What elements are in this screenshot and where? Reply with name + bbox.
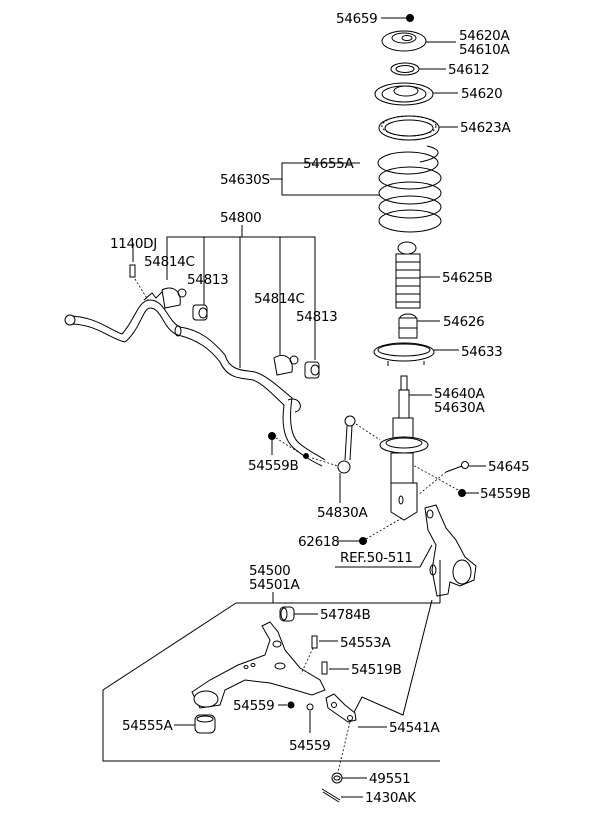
label-54612: 54612 [448, 62, 489, 78]
part-54620A-mount[interactable] [381, 30, 456, 52]
part-54541A-ball-joint[interactable] [325, 693, 387, 773]
label-54659: 54659 [336, 11, 377, 27]
part-54633-spring-pad[interactable] [373, 342, 459, 366]
part-54620-seat[interactable] [374, 82, 458, 106]
lower-arm-group-outline [102, 560, 441, 762]
part-54559B-nut-link[interactable] [268, 432, 309, 459]
part-54612-bearing[interactable] [390, 62, 446, 76]
bracket-54800 [166, 225, 316, 368]
label-54633: 54633 [461, 344, 502, 360]
part-54519B-bolt[interactable] [321, 661, 349, 675]
part-54559-nut-left[interactable] [278, 701, 295, 709]
label-54630S: 54630S [220, 172, 270, 188]
part-knuckle-ref[interactable] [424, 504, 477, 597]
part-54559B-nut-strut[interactable] [412, 464, 479, 497]
label-54500: 54500 [249, 563, 290, 579]
bracket-54630S [270, 162, 380, 196]
label-54630A: 54630A [434, 400, 485, 416]
part-54830A-stabilizer-link[interactable] [311, 415, 381, 503]
label-1430AK: 1430AK [365, 790, 417, 806]
part-54640A-strut[interactable] [379, 375, 432, 521]
label-54800: 54800 [220, 210, 261, 226]
label-54830A: 54830A [317, 505, 368, 521]
ref-leader [335, 544, 433, 568]
part-54625B-dust-boot[interactable] [395, 241, 440, 309]
label-54553A: 54553A [340, 635, 391, 651]
part-54553A-bolt[interactable] [300, 635, 338, 675]
label-49551: 49551 [369, 771, 410, 787]
part-54813-bushing-left[interactable] [192, 304, 208, 321]
part-54645-bolt[interactable] [417, 461, 486, 496]
label-54626: 54626 [443, 314, 484, 330]
part-54813-bushing-right[interactable] [304, 361, 320, 379]
part-1140DJ-bolt[interactable] [129, 243, 163, 301]
label-54519B: 54519B [351, 662, 401, 678]
part-1430AK-cotter-pin[interactable] [321, 788, 363, 803]
part-49551-nut[interactable] [331, 772, 367, 784]
part-54500-lower-arm[interactable] [191, 621, 326, 709]
label-54559B-left: 54559B [248, 458, 298, 474]
label-54559-bottom: 54559 [289, 738, 330, 754]
part-62618-nut[interactable] [338, 517, 403, 545]
label-1140DJ: 1140DJ [110, 236, 157, 252]
label-54814C-right: 54814C [254, 291, 305, 307]
label-54559-left: 54559 [233, 698, 274, 714]
label-54610A: 54610A [459, 42, 510, 58]
part-54784B-bushing[interactable] [279, 606, 318, 622]
label-54625B: 54625B [442, 270, 492, 286]
label-54645: 54645 [488, 459, 529, 475]
part-54559-nut-bottom[interactable] [306, 703, 314, 733]
part-54814C-bracket-left[interactable] [161, 287, 187, 309]
part-54623A-pad[interactable] [378, 115, 458, 141]
label-54541A: 54541A [389, 720, 440, 736]
label-54623A: 54623A [460, 120, 511, 136]
label-54784B: 54784B [320, 607, 370, 623]
part-54626-bump-stop[interactable] [398, 313, 440, 339]
label-54640A: 54640A [434, 386, 485, 402]
label-54501A: 54501A [249, 577, 300, 593]
label-62618: 62618 [298, 534, 339, 550]
part-54659-nut[interactable] [381, 14, 414, 22]
label-54555A: 54555A [122, 718, 173, 734]
label-54620: 54620 [461, 86, 502, 102]
part-54555A-bushing[interactable] [174, 714, 216, 734]
label-54813-right: 54813 [296, 309, 337, 325]
part-54655A-coil-spring[interactable] [377, 145, 442, 233]
part-54800-stabilizer-bar[interactable] [64, 299, 326, 467]
label-54655A: 54655A [303, 156, 354, 172]
label-54814C-left: 54814C [144, 254, 195, 270]
label-54813-left: 54813 [187, 272, 228, 288]
label-ref-50-511[interactable]: REF.50-511 [340, 550, 413, 566]
label-54620A: 54620A [459, 28, 510, 44]
label-54559B-right: 54559B [480, 486, 530, 502]
part-54814C-bracket-right[interactable] [273, 355, 299, 376]
